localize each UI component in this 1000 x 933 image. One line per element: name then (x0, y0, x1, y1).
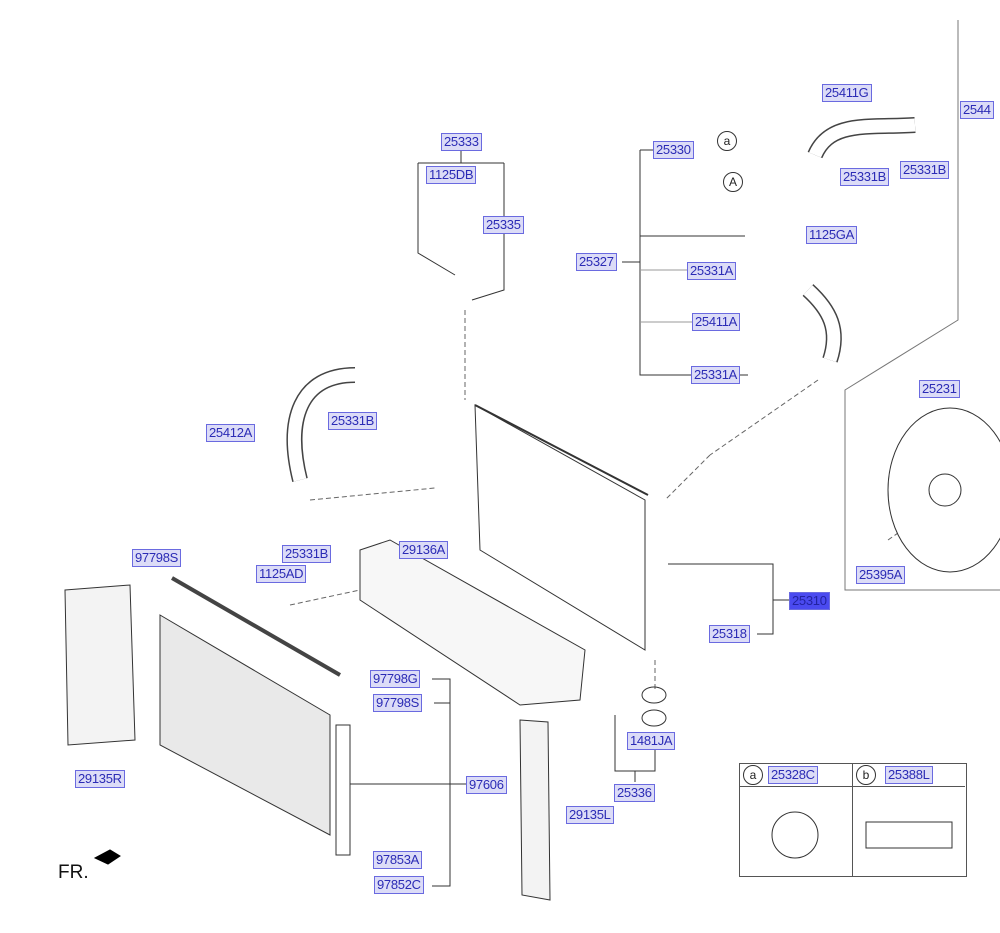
part-label-25331A[interactable]: 25331A (687, 262, 737, 280)
part-label-25327[interactable]: 25327 (576, 253, 617, 271)
condenser-core (159, 614, 331, 836)
front-direction-label: FR. (58, 862, 89, 883)
legend-key-b: b (856, 765, 876, 785)
part-label-25318[interactable]: 25318 (709, 625, 750, 643)
part-label-97798S[interactable]: 97798S (132, 549, 182, 567)
fan-group-frame (844, 20, 1000, 591)
callout-a: a (717, 131, 737, 151)
legend-part-25388L[interactable]: 25388L (885, 766, 933, 784)
part-label-25310[interactable]: 25310 (789, 592, 830, 610)
front-arrow-icon (93, 849, 121, 865)
label-legend-table: a 25328C b 25388L (739, 763, 967, 877)
air-guard-right (64, 584, 136, 746)
part-label-25331B[interactable]: 25331B (328, 412, 378, 430)
part-label-97798S[interactable]: 97798S (373, 694, 423, 712)
part-label-1125DB[interactable]: 1125DB (426, 166, 477, 184)
part-label-29136A[interactable]: 29136A (399, 541, 449, 559)
cooling-fan (887, 407, 1000, 573)
part-label-25331A[interactable]: 25331A (691, 366, 741, 384)
legend-key-a: a (743, 765, 763, 785)
legend-part-25328C[interactable]: 25328C (768, 766, 818, 784)
part-label-25411A[interactable]: 25411A (692, 313, 741, 331)
part-label-25412A[interactable]: 25412A (206, 424, 256, 442)
part-label-2544[interactable]: 2544 (960, 101, 994, 119)
legend-cell-a: a 25328C (740, 764, 853, 876)
part-label-97853A[interactable]: 97853A (373, 851, 423, 869)
callout-A: A (723, 172, 743, 192)
air-guard-left (519, 719, 551, 901)
part-label-25331B[interactable]: 25331B (282, 545, 332, 563)
part-label-25331B[interactable]: 25331B (900, 161, 950, 179)
part-label-1125AD[interactable]: 1125AD (256, 565, 307, 583)
part-label-25231[interactable]: 25231 (919, 380, 960, 398)
part-label-97852C[interactable]: 97852C (374, 876, 424, 894)
part-label-25395A[interactable]: 25395A (856, 566, 906, 584)
part-label-25333[interactable]: 25333 (441, 133, 482, 151)
part-label-25411G[interactable]: 25411G (822, 84, 872, 102)
part-label-25336[interactable]: 25336 (614, 784, 655, 802)
part-label-29135L[interactable]: 29135L (566, 806, 614, 824)
part-label-25331B[interactable]: 25331B (840, 168, 890, 186)
part-label-1481JA[interactable]: 1481JA (627, 732, 676, 750)
part-label-97606[interactable]: 97606 (466, 776, 507, 794)
radiator-core (474, 404, 646, 651)
part-label-25335[interactable]: 25335 (483, 216, 524, 234)
legend-cell-b: b 25388L (853, 764, 965, 876)
lower-panel (359, 539, 586, 706)
part-label-29135R[interactable]: 29135R (75, 770, 125, 788)
part-label-1125GA[interactable]: 1125GA (806, 226, 857, 244)
part-label-97798G[interactable]: 97798G (370, 670, 421, 688)
part-label-25330[interactable]: 25330 (653, 141, 694, 159)
